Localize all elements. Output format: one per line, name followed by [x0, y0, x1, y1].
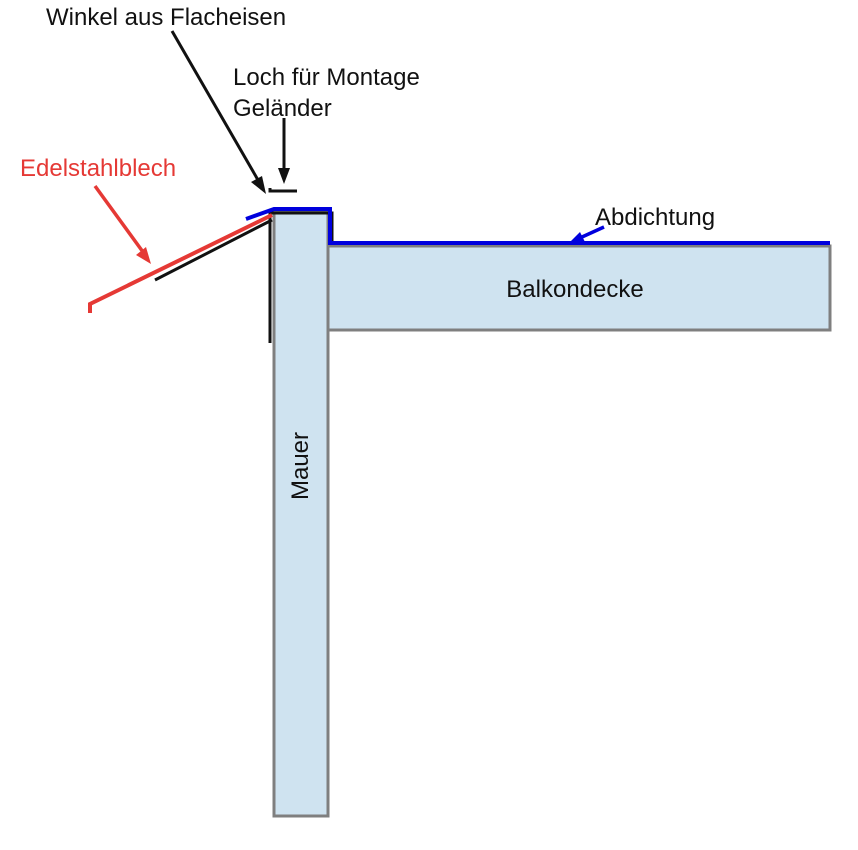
abdichtung-leader-line — [581, 225, 605, 239]
mounting-hole-mark — [268, 188, 297, 193]
abdichtung-label: Abdichtung — [595, 204, 715, 231]
balkondecke-label: Balkondecke — [506, 276, 643, 303]
stainless-steel-sheet — [88, 213, 273, 313]
mauer-wall — [272, 210, 330, 818]
abdichtung-seal — [245, 207, 830, 245]
flat-iron-drip-edge — [154, 218, 273, 282]
winkel-leader-arrowhead — [251, 176, 266, 194]
mauer-label: Mauer — [287, 432, 314, 500]
abdichtung-leader-arrowhead — [570, 232, 585, 242]
edelstahl-leader-arrowhead — [136, 247, 151, 264]
loch-label-line1: Loch für Montage — [233, 64, 420, 91]
loch-leader-arrowhead — [278, 168, 290, 184]
balkondecke-slab — [326, 244, 832, 332]
winkel-leader-line — [170, 30, 260, 181]
winkel-label: Winkel aus Flacheisen — [46, 4, 286, 31]
edelstahl-label: Edelstahlblech — [20, 155, 176, 182]
edelstahl-leader-line — [93, 184, 145, 254]
loch-label-line2: Geländer — [233, 95, 332, 122]
